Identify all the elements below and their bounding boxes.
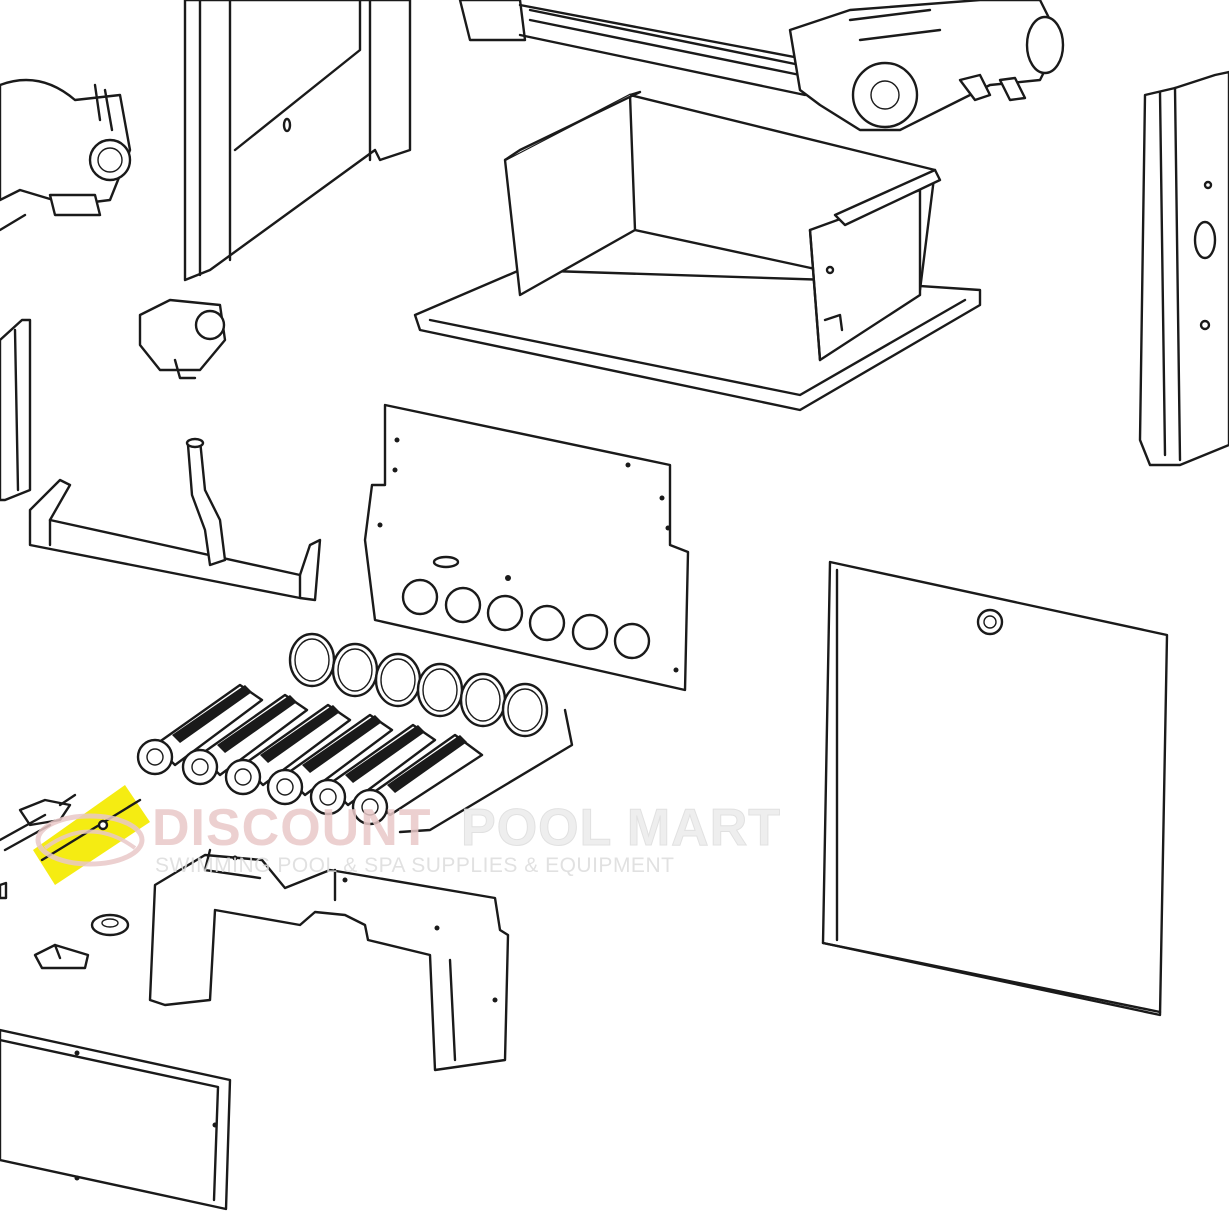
- watermark-brand-part1: DISCOUNT: [152, 799, 432, 857]
- burner-front-plate: [363, 403, 690, 692]
- side-panel-frame: [183, 0, 412, 282]
- gas-valve-assembly: [458, 0, 1065, 132]
- lower-front-panel: [0, 1028, 232, 1211]
- watermark-logo-icon: [35, 813, 145, 867]
- right-side-jacket-panel: [1138, 70, 1229, 467]
- watermark-brand-part2: POOL MART: [461, 799, 781, 857]
- svg-text:DISCOUNT POOL MART: DISCOUNT POOL MART: [152, 799, 781, 857]
- combustion-chamber-base: [413, 90, 982, 412]
- burner-tubes: [136, 683, 484, 826]
- watermark-tagline: SWIMMING POOL & SPA SUPPLIES & EQUIPMENT: [155, 854, 674, 877]
- pressure-switch: [138, 298, 227, 380]
- burner-gasket-rings: [288, 632, 574, 834]
- burner-tube: [309, 723, 437, 816]
- burner-tube: [136, 683, 264, 776]
- front-access-door: [821, 560, 1169, 1017]
- watermark: DISCOUNT POOL MART SWIMMING POOL & SPA S…: [35, 799, 781, 877]
- left-bracket: [0, 318, 32, 502]
- burner-support-bracket: [148, 848, 510, 1072]
- small-bracket-tab: [0, 881, 8, 900]
- burner-tube: [181, 693, 309, 786]
- sight-glass-gasket: [90, 913, 130, 937]
- blower-motor: [0, 78, 132, 232]
- burner-tube: [224, 703, 352, 796]
- small-mounting-clip: [33, 943, 90, 970]
- burner-tube: [266, 713, 394, 806]
- burner-tube: [351, 733, 484, 826]
- burner-tray: [28, 437, 322, 602]
